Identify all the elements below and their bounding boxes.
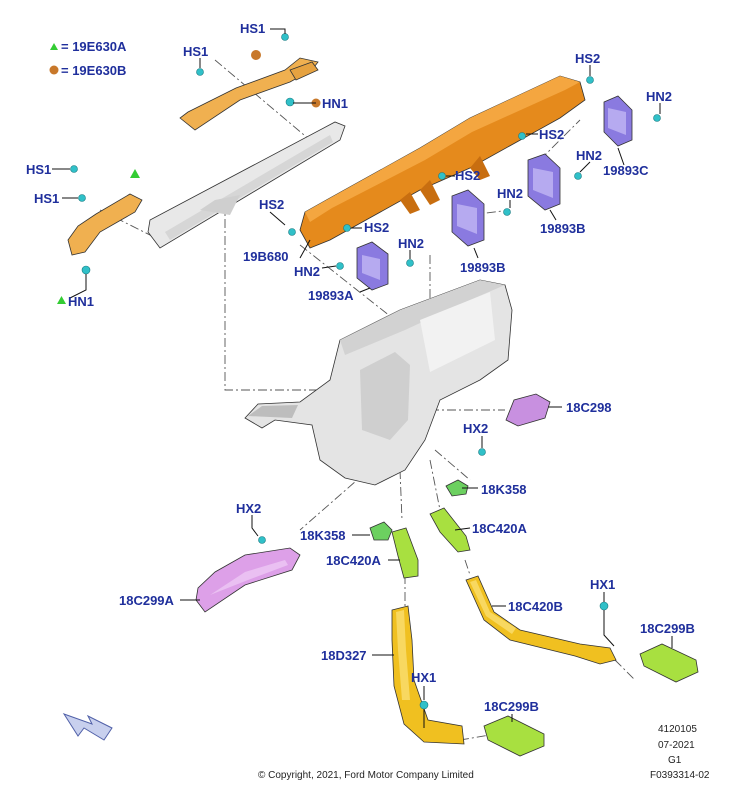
actuator-19893b-right <box>527 153 561 211</box>
label-18d327: 18D327 <box>321 648 367 663</box>
label-18c298: 18C298 <box>566 400 612 415</box>
footer: © Copyright, 2021, Ford Motor Company Li… <box>258 724 710 781</box>
label-hs2-mid: HS2 <box>539 127 564 142</box>
label-hx1-bottom: HX1 <box>411 670 436 685</box>
label-19893b-right: 19893B <box>540 221 586 236</box>
triangle-icon <box>57 296 66 304</box>
label-hs1-top: HS1 <box>240 21 265 36</box>
label-hs1-left-a: HS1 <box>26 162 51 177</box>
duct-18c420a-left <box>391 527 419 579</box>
hvac-housing <box>244 279 513 486</box>
illustration-id: F0393314-02 <box>650 770 710 781</box>
label-19893c: 19893C <box>603 163 649 178</box>
duct-18c298 <box>505 393 551 427</box>
label-hn2-left-inner: HN2 <box>294 264 320 279</box>
label-hn2-mid: HN2 <box>576 148 602 163</box>
label-18c299b-right: 18C299B <box>640 621 695 636</box>
label-19893b-center: 19893B <box>460 260 506 275</box>
label-hx2-right: HX2 <box>463 421 488 436</box>
legend-label-b: = 19E630B <box>61 63 126 78</box>
label-18c299b-bottom: 18C299B <box>484 699 539 714</box>
label-18c420a-right: 18C420A <box>472 521 528 536</box>
triangle-icon <box>130 169 140 178</box>
actuator-19893c <box>603 95 633 147</box>
triangle-icon <box>50 43 58 50</box>
label-hx2-left: HX2 <box>236 501 261 516</box>
label-18c420a-left: 18C420A <box>326 553 382 568</box>
label-hs2-right-top: HS2 <box>575 51 600 66</box>
illustration-code: 4120105 <box>658 724 697 735</box>
circle-icon <box>49 65 59 75</box>
label-hn1-top: HN1 <box>322 96 348 111</box>
label-hx1-right: HX1 <box>590 577 615 592</box>
label-hn2-right-top: HN2 <box>646 89 672 104</box>
duct-18c420a-right <box>429 507 471 553</box>
callout-labels: HS1 HS1 HN1 HS1 HS1 HN1 HS2 HN2 HS2 HN2 … <box>26 21 695 714</box>
rear-duct-18c420b <box>465 575 617 665</box>
circle-icon <box>251 50 261 60</box>
fasteners <box>70 33 661 710</box>
legend: = 19E630A = 19E630B <box>49 39 127 78</box>
illustration-date: 07-2021 <box>658 740 695 751</box>
label-19893a: 19893A <box>308 288 354 303</box>
label-hn2-center: HN2 <box>497 186 523 201</box>
actuator-19893b-center <box>451 189 485 247</box>
outlet-18c299b-right <box>639 643 699 683</box>
connector-18k358-right <box>445 479 469 497</box>
legend-label-a: = 19E630A <box>61 39 127 54</box>
upper-side-duct <box>179 50 321 131</box>
label-hn2-left: HN2 <box>398 236 424 251</box>
left-side-duct <box>57 169 143 304</box>
defroster-duct <box>147 121 346 249</box>
label-19b680: 19B680 <box>243 249 289 264</box>
label-18c420b: 18C420B <box>508 599 563 614</box>
label-18k358-right: 18K358 <box>481 482 527 497</box>
floor-duct-18c299a <box>195 547 301 613</box>
leader-lines <box>52 28 673 728</box>
illustration-revision: G1 <box>668 755 682 766</box>
label-hs2-left: HS2 <box>259 197 284 212</box>
actuator-19893a <box>356 241 389 291</box>
front-direction-arrow-icon <box>62 713 113 741</box>
label-hs1-left-b: HS1 <box>34 191 59 206</box>
rear-duct-18d327 <box>391 605 465 745</box>
outlet-18c299b-bottom <box>483 715 545 757</box>
copyright-text: © Copyright, 2021, Ford Motor Company Li… <box>258 770 474 781</box>
label-hn1-left: HN1 <box>68 294 94 309</box>
label-18k358-left: 18K358 <box>300 528 346 543</box>
label-hs1-upper-left: HS1 <box>183 44 208 59</box>
label-hs2-left-inner: HS2 <box>364 220 389 235</box>
label-18c299a: 18C299A <box>119 593 175 608</box>
main-instrument-duct <box>299 75 586 249</box>
connector-18k358-left <box>369 521 393 541</box>
label-hs2-center: HS2 <box>455 168 480 183</box>
